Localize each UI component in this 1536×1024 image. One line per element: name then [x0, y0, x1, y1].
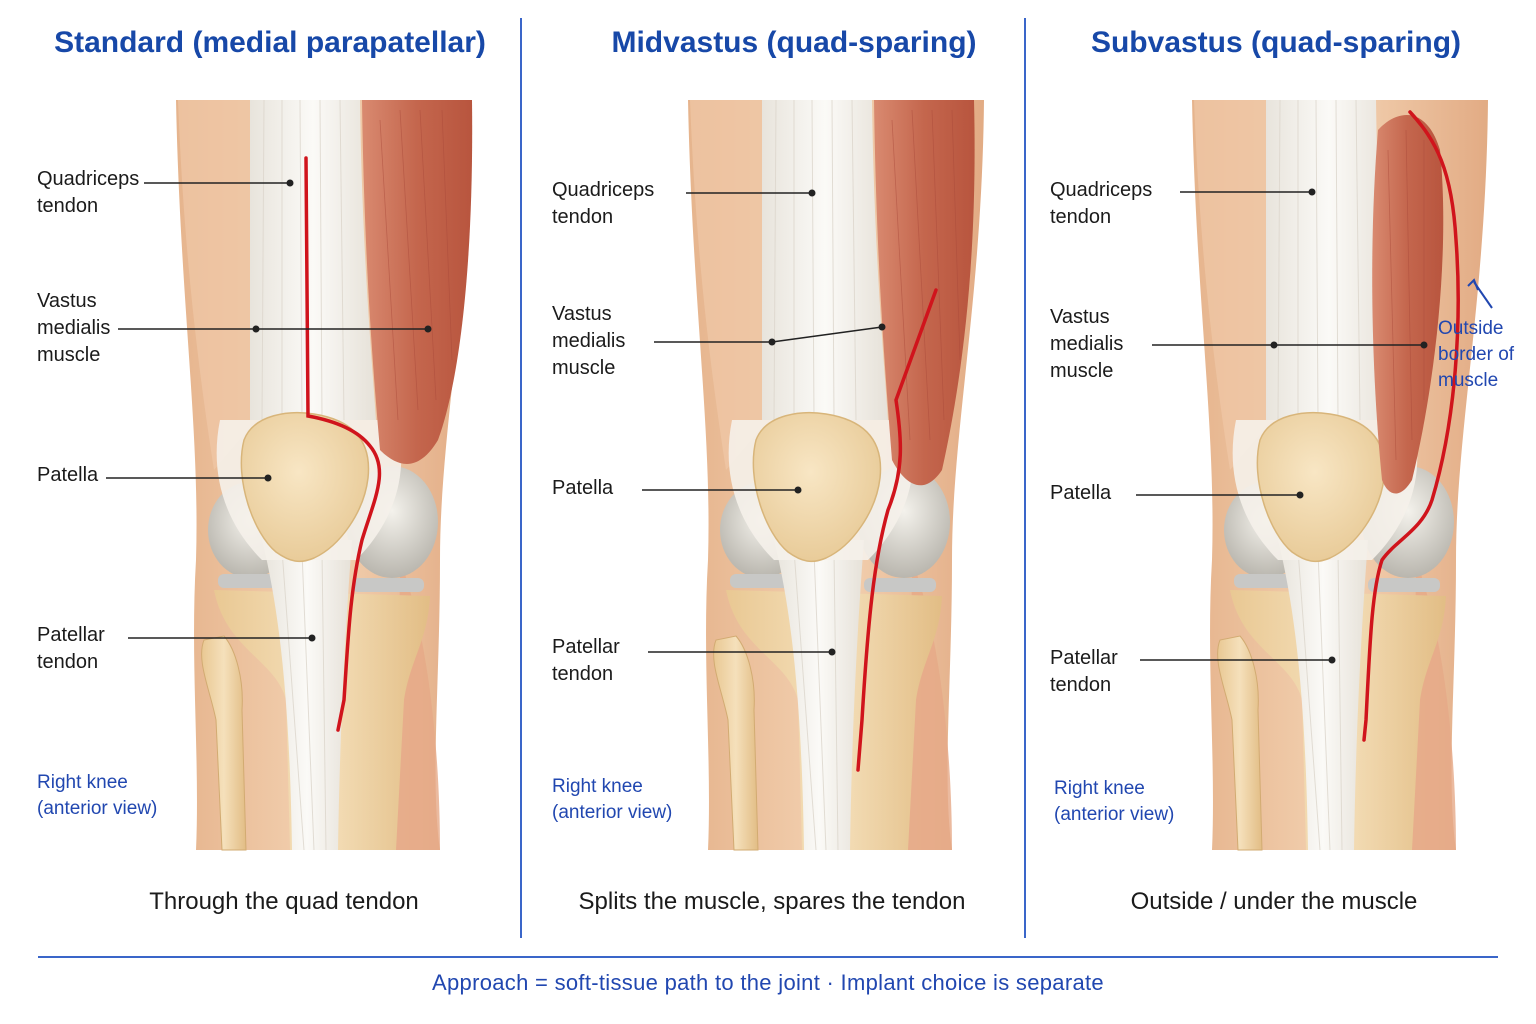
- footer-note: Approach = soft-tissue path to the joint…: [432, 970, 1104, 995]
- label-outside-border: Outside border of muscle: [1438, 318, 1515, 391]
- panel-title: Subvastus (quad-sparing): [1090, 26, 1462, 59]
- label-patella: Patella: [1050, 482, 1112, 504]
- knee-illustration: [1136, 99, 1493, 851]
- label-patellar-tendon: Patellar tendon: [1050, 647, 1118, 696]
- panel-midvastus: Midvastus (quad-sparing) Quadriceps tend: [522, 0, 1034, 950]
- label-vastus-medialis: Vastus medialis muscle: [552, 303, 626, 379]
- label-patella: Patella: [37, 464, 99, 486]
- panel-caption: Through the quad tendon: [149, 888, 419, 915]
- panel-caption: Splits the muscle, spares the tendon: [578, 888, 966, 915]
- panel-title: Standard (medial parapatellar): [54, 26, 486, 59]
- incision-line: [1362, 110, 1460, 742]
- label-quadriceps-tendon: Quadriceps tendon: [37, 168, 140, 217]
- label-patella: Patella: [552, 477, 614, 499]
- panel-title: Midvastus (quad-sparing): [611, 26, 977, 59]
- view-label: Right knee (anterior view): [1054, 778, 1175, 825]
- label-quadriceps-tendon: Quadriceps tendon: [552, 179, 655, 228]
- label-quadriceps-tendon: Quadriceps tendon: [1050, 179, 1153, 228]
- vastus-medialis: [1372, 114, 1444, 494]
- view-label: Right knee (anterior view): [552, 776, 673, 823]
- view-label: Right knee (anterior view): [37, 772, 158, 819]
- label-patellar-tendon: Patellar tendon: [37, 624, 105, 673]
- label-patellar-tendon: Patellar tendon: [552, 636, 620, 685]
- panel-subvastus: Subvastus (quad-sparing): [1026, 0, 1536, 950]
- divider-1: [520, 18, 522, 938]
- label-vastus-medialis: Vastus medialis muscle: [1050, 306, 1124, 382]
- label-vastus-medialis: Vastus medialis muscle: [37, 290, 111, 366]
- panel-standard: Standard (medial parapatellar) Quadricep…: [0, 0, 512, 950]
- knee-illustration: [642, 99, 985, 851]
- knee-illustration: [106, 99, 473, 851]
- footer-divider: [38, 956, 1498, 958]
- incision-line: [856, 288, 938, 772]
- vastus-medialis: [362, 100, 473, 464]
- panel-caption: Outside / under the muscle: [1130, 888, 1418, 915]
- incision-line: [304, 156, 382, 732]
- divider-2: [1024, 18, 1026, 938]
